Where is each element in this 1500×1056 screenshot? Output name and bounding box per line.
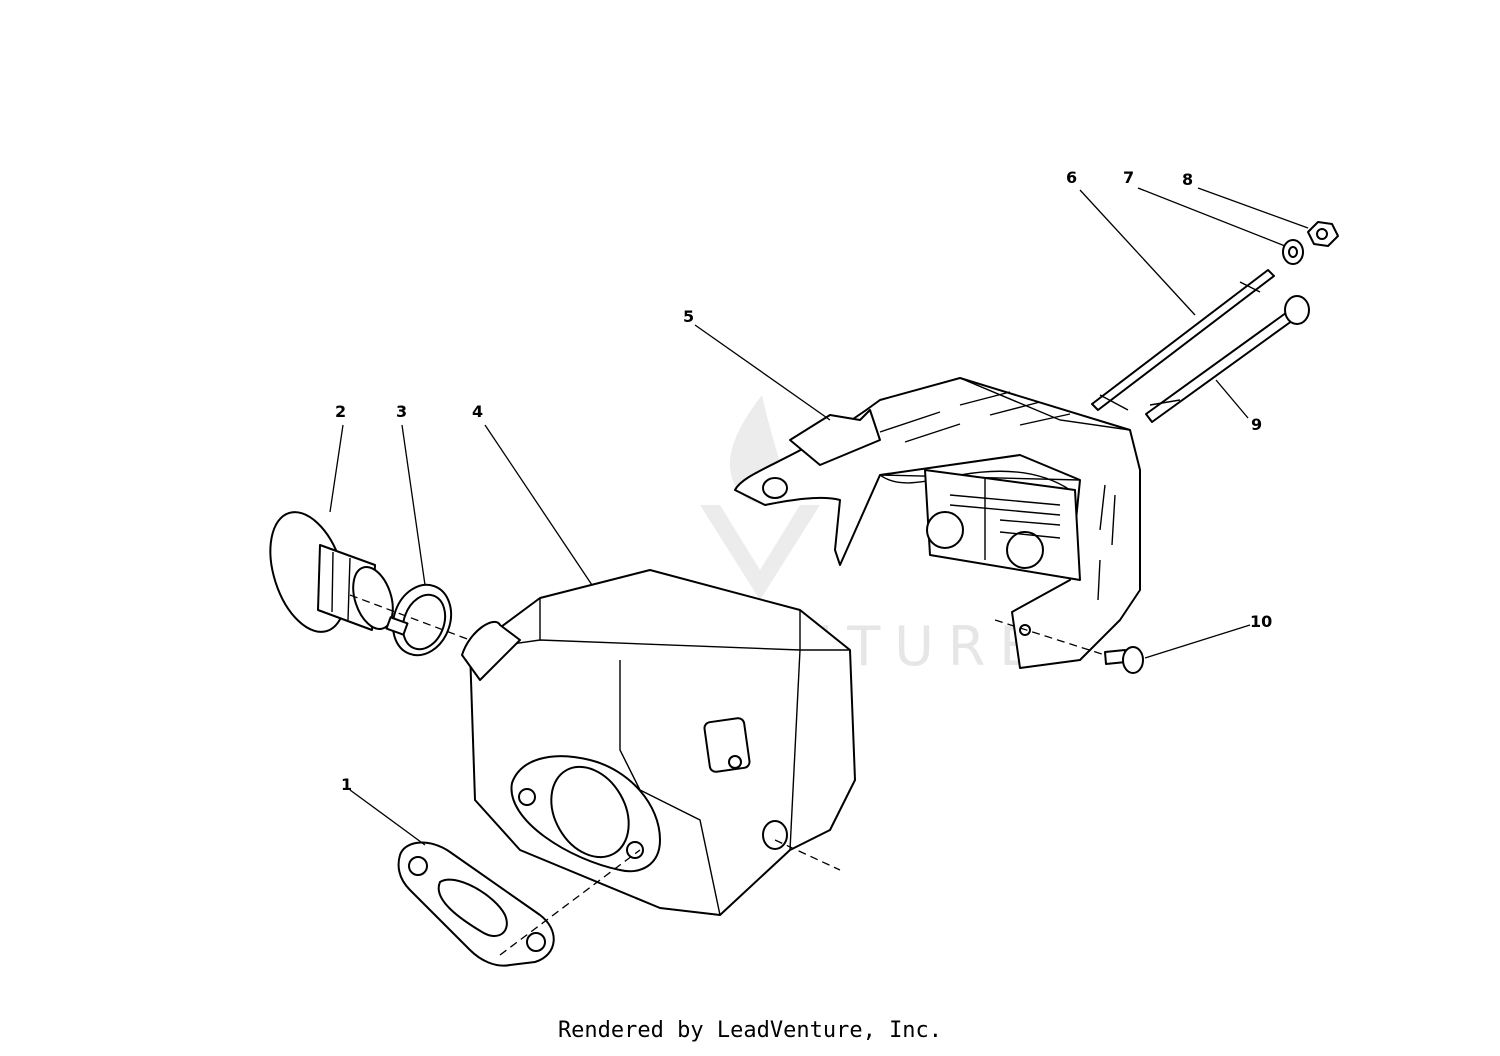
part-hose-clamp	[385, 583, 453, 657]
footer-credit: Rendered by LeadVenture, Inc.	[557, 1018, 943, 1043]
part-gasket	[397, 841, 555, 967]
part-muffler	[461, 569, 856, 916]
part-heat-shield	[734, 377, 1141, 669]
part-washer	[1282, 239, 1304, 265]
callout-3: 3	[396, 402, 407, 421]
part-bolt	[1145, 295, 1310, 423]
callout-4: 4	[472, 402, 483, 421]
leader-lines	[329, 187, 1309, 846]
watermark-v-icon	[700, 505, 820, 600]
callout-5: 5	[683, 307, 694, 326]
callout-10: 10	[1250, 612, 1272, 631]
part-screw	[1104, 646, 1144, 674]
callout-labels: 1 2 3 4 5 6 7 8 9 10	[335, 168, 1272, 794]
part-exhaust-deflector	[269, 511, 394, 633]
part-stud	[1091, 269, 1275, 411]
callout-1: 1	[341, 775, 352, 794]
part-nut	[1307, 221, 1339, 247]
callout-2: 2	[335, 402, 346, 421]
callout-9: 9	[1251, 415, 1262, 434]
center-lines	[349, 594, 1106, 956]
callout-8: 8	[1182, 170, 1193, 189]
callout-6: 6	[1066, 168, 1077, 187]
callout-7: 7	[1123, 168, 1134, 187]
